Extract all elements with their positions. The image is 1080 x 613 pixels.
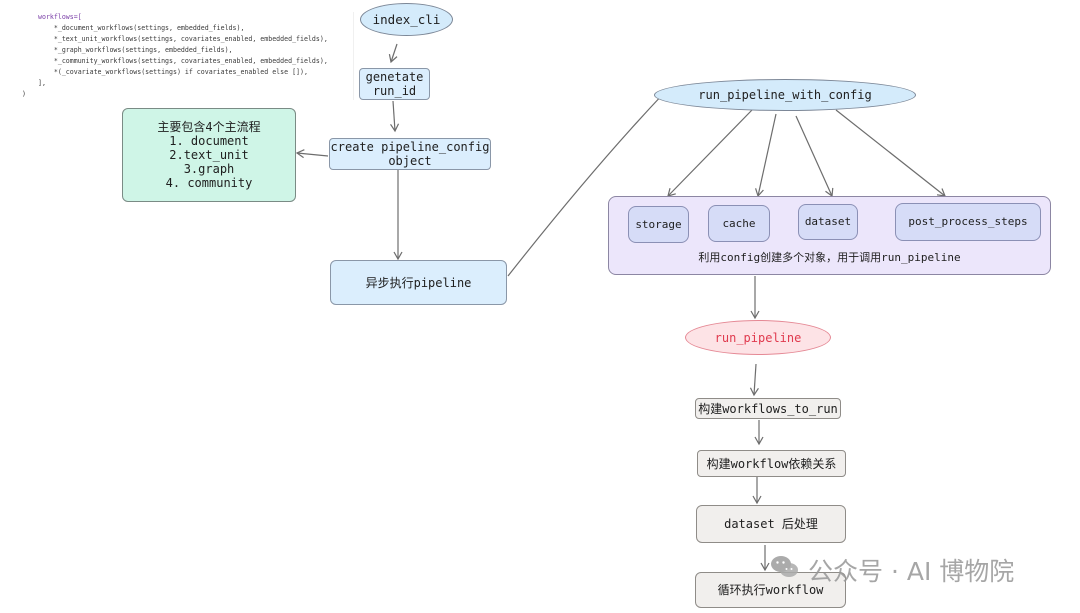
node-dataset: dataset <box>798 204 858 240</box>
node-generate-run-id: genetate run_id <box>359 68 430 100</box>
node-label: index_cli <box>372 11 441 27</box>
code-line: ) <box>22 90 26 98</box>
node-label: 构建workflow依赖关系 <box>706 456 837 471</box>
node-label: 异步执行pipeline <box>365 275 472 290</box>
arrow-async-to-runwithconfig <box>507 91 666 277</box>
node-label: dataset <box>804 215 852 228</box>
arrow-config-to-mainflows <box>295 149 329 159</box>
node-index-cli: index_cli <box>360 3 453 36</box>
node-label: 主要包含4个主流程 1. document 2.text_unit 3.grap… <box>157 120 261 190</box>
node-run-pipeline-with-config: run_pipeline_with_config <box>654 79 916 111</box>
node-build-workflow-deps: 构建workflow依赖关系 <box>697 450 846 477</box>
node-label: storage <box>635 217 682 231</box>
group-caption: 利用config创建多个对象，用于调用run_pipeline <box>698 251 961 264</box>
arrow-rwc-to-storage <box>667 109 753 197</box>
node-label: run_pipeline <box>714 330 802 345</box>
node-loop-workflow: 循环执行workflow <box>695 572 846 608</box>
wechat-icon <box>770 554 800 586</box>
node-label: run_pipeline_with_config <box>698 88 872 102</box>
node-main-flows: 主要包含4个主流程 1. document 2.text_unit 3.grap… <box>122 108 296 202</box>
arrow-rwc-to-dataset <box>795 115 834 198</box>
node-label: dataset 后处理 <box>724 517 818 531</box>
node-label: cache <box>722 216 756 230</box>
arrow-runpipeline-to-wtr <box>749 363 759 397</box>
node-storage: storage <box>628 206 689 243</box>
watermark-text: 公众号 · AI 博物院 <box>808 557 1015 586</box>
node-label: genetate run_id <box>365 70 424 98</box>
node-post-process-steps: post_process_steps <box>895 203 1041 241</box>
code-line: *_community_workflows(settings, covariat… <box>38 57 328 65</box>
arrow-runid-to-config <box>390 100 400 133</box>
node-cache: cache <box>708 205 770 242</box>
code-line: *(_covariate_workflows(settings) if cova… <box>38 68 308 76</box>
node-label: create pipeline_config object <box>330 140 490 168</box>
code-line: ], <box>38 79 46 87</box>
node-create-pipeline-config: create pipeline_config object <box>329 138 491 170</box>
arrow-rwc-to-cache <box>755 113 777 198</box>
node-build-workflows-to-run: 构建workflows_to_run <box>695 398 841 419</box>
node-dataset-postprocess: dataset 后处理 <box>696 505 846 543</box>
node-label: 循环执行workflow <box>717 583 824 597</box>
node-run-pipeline: run_pipeline <box>685 320 831 355</box>
code-line: *_document_workflows(settings, embedded_… <box>38 24 245 32</box>
code-line: workflows=[ <box>38 13 82 21</box>
code-snippet: workflows=[ *_document_workflows(setting… <box>20 12 354 100</box>
node-label: 构建workflows_to_run <box>698 401 838 416</box>
node-async-pipeline: 异步执行pipeline <box>330 260 507 305</box>
code-line: *_graph_workflows(settings, embedded_fie… <box>38 46 233 54</box>
watermark: 公众号 · AI 博物院 <box>770 552 1014 588</box>
arrow-rwc-to-post <box>835 109 946 197</box>
arrow-index-to-runid <box>388 43 398 64</box>
node-label: post_process_steps <box>908 215 1028 228</box>
code-line: *_text_unit_workflows(settings, covariat… <box>38 35 328 43</box>
